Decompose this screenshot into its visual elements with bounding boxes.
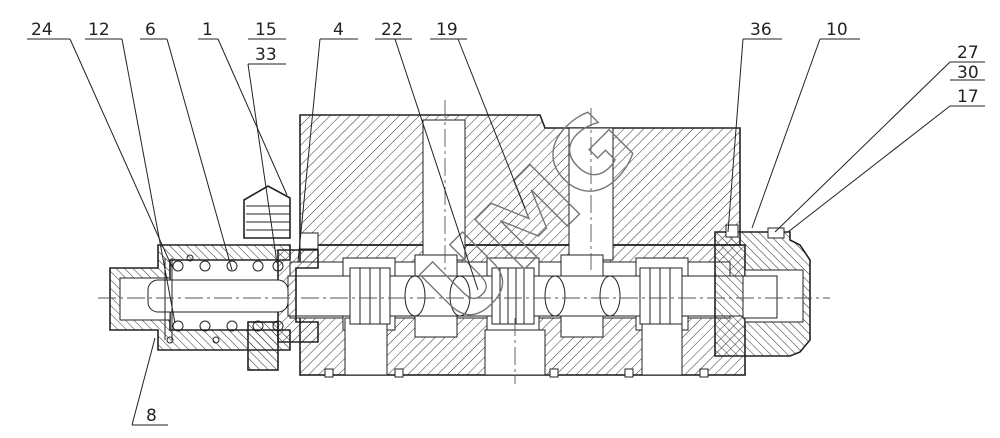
part-label-17: 17 xyxy=(957,87,979,107)
part-label-30: 30 xyxy=(957,63,979,83)
part-label-15: 15 xyxy=(255,20,277,40)
part-label-27: 27 xyxy=(957,43,979,63)
part-label-12: 12 xyxy=(88,20,110,40)
part-label-22: 22 xyxy=(381,20,403,40)
part-label-36: 36 xyxy=(750,20,772,40)
spring-cap-assembly xyxy=(109,185,319,371)
leader-lines xyxy=(27,38,985,426)
part-label-24: 24 xyxy=(31,20,53,40)
part-label-6: 6 xyxy=(145,20,156,40)
spool xyxy=(287,267,744,325)
part-label-8: 8 xyxy=(146,406,157,426)
part-label-4: 4 xyxy=(333,20,344,40)
part-labels: 24 12 6 1 15 33 4 22 19 36 10 27 30 17 8 xyxy=(31,20,979,426)
part-label-33: 33 xyxy=(255,45,277,65)
part-label-1: 1 xyxy=(202,20,213,40)
end-cap-right xyxy=(714,224,811,357)
part-label-10: 10 xyxy=(826,20,848,40)
part-label-19: 19 xyxy=(436,20,458,40)
